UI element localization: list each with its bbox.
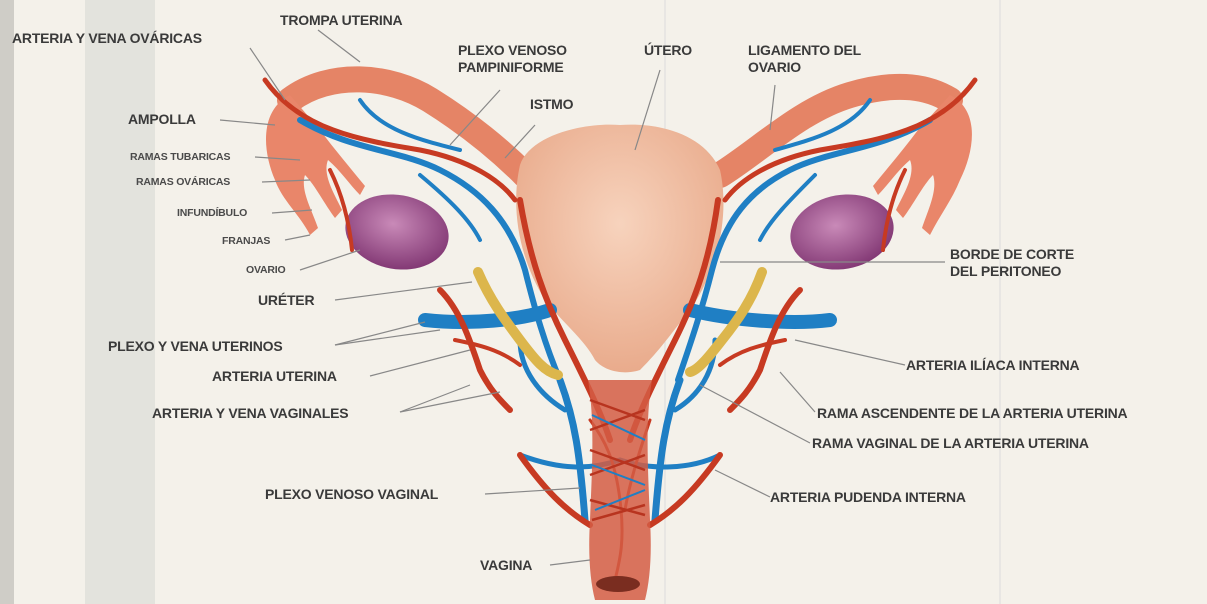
label-plexo-venoso-pampiniforme: PLEXO VENOSO PAMPINIFORME: [458, 42, 567, 76]
label-plexo-vena-uterinos: PLEXO Y VENA UTERINOS: [108, 338, 282, 355]
label-franjas: FRANJAS: [222, 235, 270, 247]
label-infundibulo: INFUNDÍBULO: [177, 207, 247, 219]
label-ovario: OVARIO: [246, 264, 285, 276]
label-rama-ascendente: RAMA ASCENDENTE DE LA ARTERIA UTERINA: [817, 405, 1127, 422]
label-ampolla: AMPOLLA: [128, 111, 196, 128]
label-plexo-venoso-vaginal: PLEXO VENOSO VAGINAL: [265, 486, 438, 503]
label-ligamento-ovario: LIGAMENTO DEL OVARIO: [748, 42, 861, 76]
label-borde-corte-peritoneo: BORDE DE CORTE DEL PERITONEO: [950, 246, 1074, 280]
label-ureter: URÉTER: [258, 292, 314, 309]
vaginal-opening: [596, 576, 640, 592]
paper-edge: [0, 0, 14, 604]
label-arteria-vena-vaginales: ARTERIA Y VENA VAGINALES: [152, 405, 348, 422]
label-istmo: ISTMO: [530, 96, 573, 113]
label-arteria-uterina: ARTERIA UTERINA: [212, 368, 337, 385]
label-ramas-tubaricas: RAMAS TUBARICAS: [130, 151, 230, 163]
label-utero: ÚTERO: [644, 42, 692, 59]
label-arteria-vena-ovaricas: ARTERIA Y VENA OVÁRICAS: [12, 30, 202, 47]
label-trompa-uterina: TROMPA UTERINA: [280, 12, 402, 29]
label-vagina: VAGINA: [480, 557, 532, 574]
label-ramas-ovaricas: RAMAS OVÁRICAS: [136, 176, 230, 188]
label-arteria-pudenda-interna: ARTERIA PUDENDA INTERNA: [770, 489, 966, 506]
paper-shadow-strip: [85, 0, 155, 604]
label-rama-vaginal: RAMA VAGINAL DE LA ARTERIA UTERINA: [812, 435, 1089, 452]
label-arteria-iliaca-interna: ARTERIA ILÍACA INTERNA: [906, 357, 1079, 374]
